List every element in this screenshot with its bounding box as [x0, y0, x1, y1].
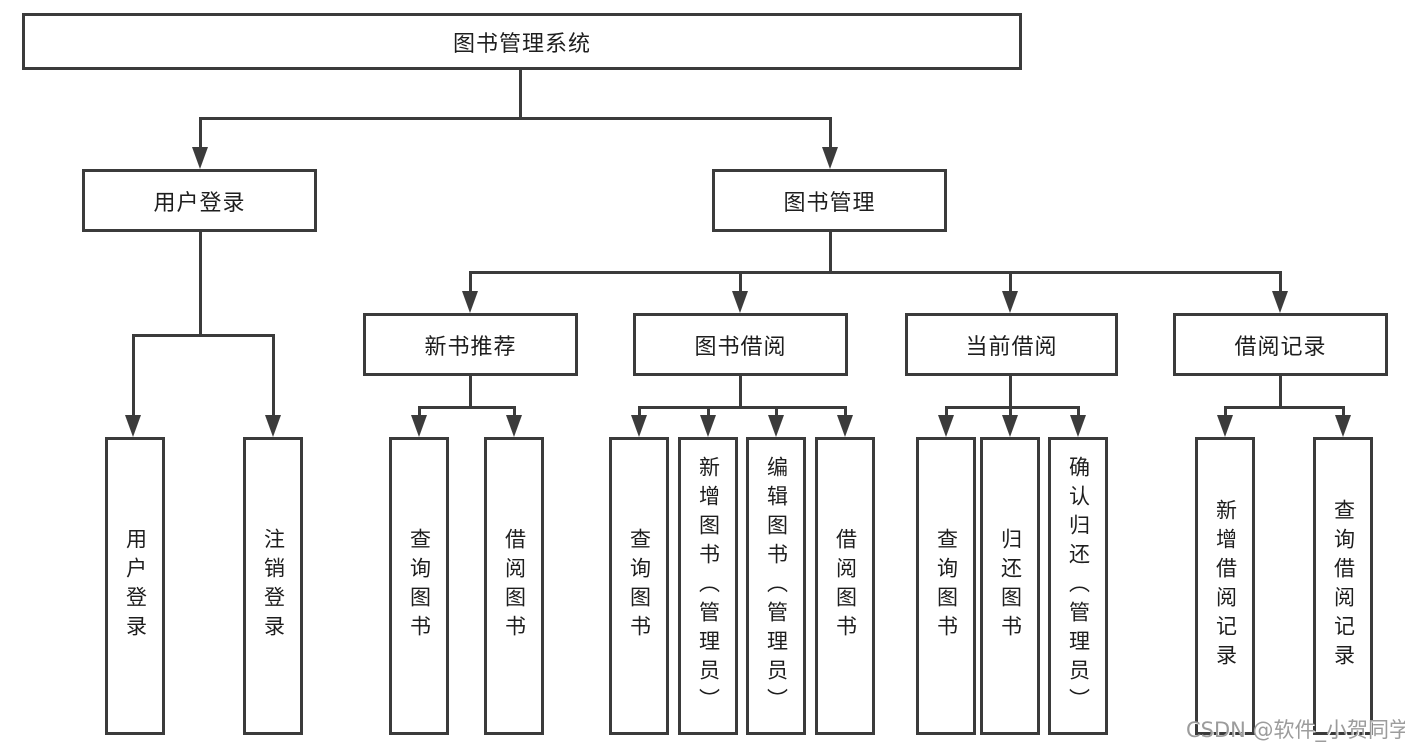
- leaf-edit-books-admin-label: 编辑图书（管理员）: [764, 455, 789, 717]
- connector-line: [469, 271, 472, 295]
- connector-line: [199, 117, 202, 151]
- connector-line: [1279, 271, 1282, 295]
- node-current-borrow-label: 当前借阅: [965, 334, 1058, 360]
- leaf-query-books-current-label: 查询图书: [934, 528, 959, 644]
- node-borrow-records: 借阅记录: [1173, 313, 1388, 376]
- arrowhead-icon: [1002, 291, 1018, 313]
- connector-line: [945, 406, 948, 420]
- arrowhead-icon: [938, 415, 954, 437]
- arrowhead-icon: [1070, 415, 1086, 437]
- leaf-query-books-borrow-label: 查询图书: [627, 528, 652, 644]
- connector-line: [775, 406, 778, 420]
- connector-line: [638, 406, 641, 420]
- connector-line: [519, 68, 522, 119]
- connector-line: [199, 117, 832, 120]
- leaf-return-books: 归还图书: [980, 437, 1040, 735]
- connector-line: [1009, 406, 1012, 420]
- arrowhead-icon: [1217, 415, 1233, 437]
- leaf-query-borrow-record-label: 查询借阅记录: [1331, 499, 1356, 673]
- connector-line: [844, 406, 847, 420]
- arrowhead-icon: [125, 415, 141, 437]
- leaf-query-books-current: 查询图书: [916, 437, 976, 735]
- node-borrow-records-label: 借阅记录: [1234, 334, 1327, 360]
- leaf-borrow-books-recommend: 借阅图书: [484, 437, 544, 735]
- arrowhead-icon: [506, 415, 522, 437]
- connector-line: [513, 406, 516, 420]
- node-book-borrow: 图书借阅: [633, 313, 848, 376]
- connector-line: [1279, 376, 1282, 409]
- connector-line: [132, 334, 275, 337]
- node-new-book-recommend: 新书推荐: [363, 313, 578, 376]
- connector-line: [1342, 406, 1345, 420]
- leaf-confirm-return-admin-label: 确认归还（管理员）: [1066, 455, 1091, 717]
- leaf-add-books-admin-label: 新增图书（管理员）: [696, 455, 721, 717]
- arrowhead-icon: [192, 147, 208, 169]
- arrowhead-icon: [768, 415, 784, 437]
- leaf-user-login: 用户登录: [105, 437, 165, 735]
- connector-line: [469, 271, 1282, 274]
- leaf-logout: 注销登录: [243, 437, 303, 735]
- connector-line: [1009, 271, 1012, 295]
- leaf-add-borrow-record: 新增借阅记录: [1195, 437, 1255, 735]
- arrowhead-icon: [1335, 415, 1351, 437]
- csdn-watermark: CSDN @软件_小贺同学: [1186, 718, 1405, 742]
- connector-line: [1009, 376, 1012, 409]
- leaf-confirm-return-admin: 确认归还（管理员）: [1048, 437, 1108, 735]
- node-new-book-recommend-label: 新书推荐: [424, 334, 517, 360]
- connector-line: [1224, 406, 1227, 420]
- connector-line: [1224, 406, 1345, 409]
- connector-line: [739, 271, 742, 295]
- arrowhead-icon: [732, 291, 748, 313]
- connector-line: [1077, 406, 1080, 420]
- node-book-management-label: 图书管理: [783, 190, 876, 216]
- leaf-add-borrow-record-label: 新增借阅记录: [1213, 499, 1238, 673]
- leaf-query-books-recommend: 查询图书: [389, 437, 449, 735]
- node-library-system: 图书管理系统: [22, 13, 1022, 70]
- node-current-borrow: 当前借阅: [905, 313, 1118, 376]
- node-book-borrow-label: 图书借阅: [694, 334, 787, 360]
- leaf-borrow-books-label: 借阅图书: [833, 528, 858, 644]
- connector-line: [945, 406, 1080, 409]
- leaf-return-books-label: 归还图书: [998, 528, 1023, 644]
- arrowhead-icon: [631, 415, 647, 437]
- arrowhead-icon: [265, 415, 281, 437]
- connector-line: [829, 232, 832, 274]
- arrowhead-icon: [462, 291, 478, 313]
- node-book-management: 图书管理: [712, 169, 947, 232]
- connector-line: [469, 376, 472, 409]
- leaf-borrow-books: 借阅图书: [815, 437, 875, 735]
- connector-line: [418, 406, 421, 420]
- connector-line: [707, 406, 710, 420]
- node-user-login-label: 用户登录: [153, 190, 246, 216]
- connector-line: [829, 117, 832, 151]
- connector-line: [638, 406, 847, 409]
- arrowhead-icon: [837, 415, 853, 437]
- connector-line: [199, 232, 202, 337]
- leaf-query-borrow-record: 查询借阅记录: [1313, 437, 1373, 735]
- connector-line: [418, 406, 516, 409]
- leaf-edit-books-admin: 编辑图书（管理员）: [746, 437, 806, 735]
- arrowhead-icon: [1002, 415, 1018, 437]
- connector-line: [132, 334, 135, 419]
- leaf-add-books-admin: 新增图书（管理员）: [678, 437, 738, 735]
- connector-line: [272, 334, 275, 419]
- node-user-login: 用户登录: [82, 169, 317, 232]
- leaf-query-books-recommend-label: 查询图书: [407, 528, 432, 644]
- arrowhead-icon: [700, 415, 716, 437]
- connector-line: [739, 376, 742, 409]
- node-library-system-label: 图书管理系统: [452, 31, 591, 57]
- leaf-borrow-books-recommend-label: 借阅图书: [502, 528, 527, 644]
- arrowhead-icon: [411, 415, 427, 437]
- leaf-query-books-borrow: 查询图书: [609, 437, 669, 735]
- leaf-logout-label: 注销登录: [261, 528, 286, 644]
- leaf-user-login-label: 用户登录: [123, 528, 148, 644]
- arrowhead-icon: [1272, 291, 1288, 313]
- arrowhead-icon: [822, 147, 838, 169]
